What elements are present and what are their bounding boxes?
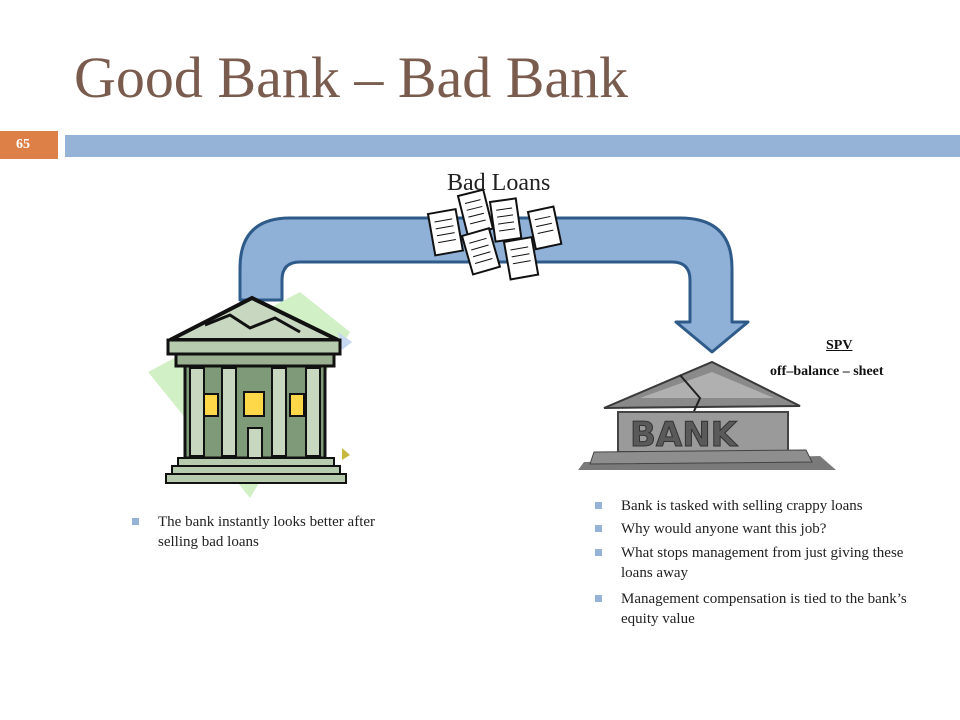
good-bank-building-icon — [148, 292, 352, 498]
loan-documents-icon — [426, 188, 563, 281]
list-item: What stops management from just giving t… — [595, 543, 935, 583]
list-item: Why would anyone want this job? — [595, 519, 935, 539]
transfer-arrow — [238, 216, 750, 354]
slide-title: Good Bank – Bad Bank — [74, 45, 629, 110]
left-bullet-list: The bank instantly looks better after se… — [132, 512, 392, 552]
off-balance-sheet-label: off–balance – sheet — [770, 364, 884, 379]
bad-loans-label: Bad Loans — [447, 170, 551, 196]
right-bullet-list: Bank is tasked with selling crappy loans… — [595, 496, 935, 635]
list-item: Management compensation is tied to the b… — [595, 589, 935, 629]
slide-number: 65 — [16, 137, 30, 152]
bad-bank-sign: BANK — [630, 415, 739, 455]
spv-label: SPV — [826, 338, 853, 353]
bad-bank-ruin-icon: BANK — [578, 360, 836, 470]
list-item: The bank instantly looks better after se… — [132, 512, 392, 552]
list-item: Bank is tasked with selling crappy loans — [595, 496, 935, 516]
header-divider-bar — [65, 135, 960, 157]
slide-number-box — [0, 131, 58, 159]
